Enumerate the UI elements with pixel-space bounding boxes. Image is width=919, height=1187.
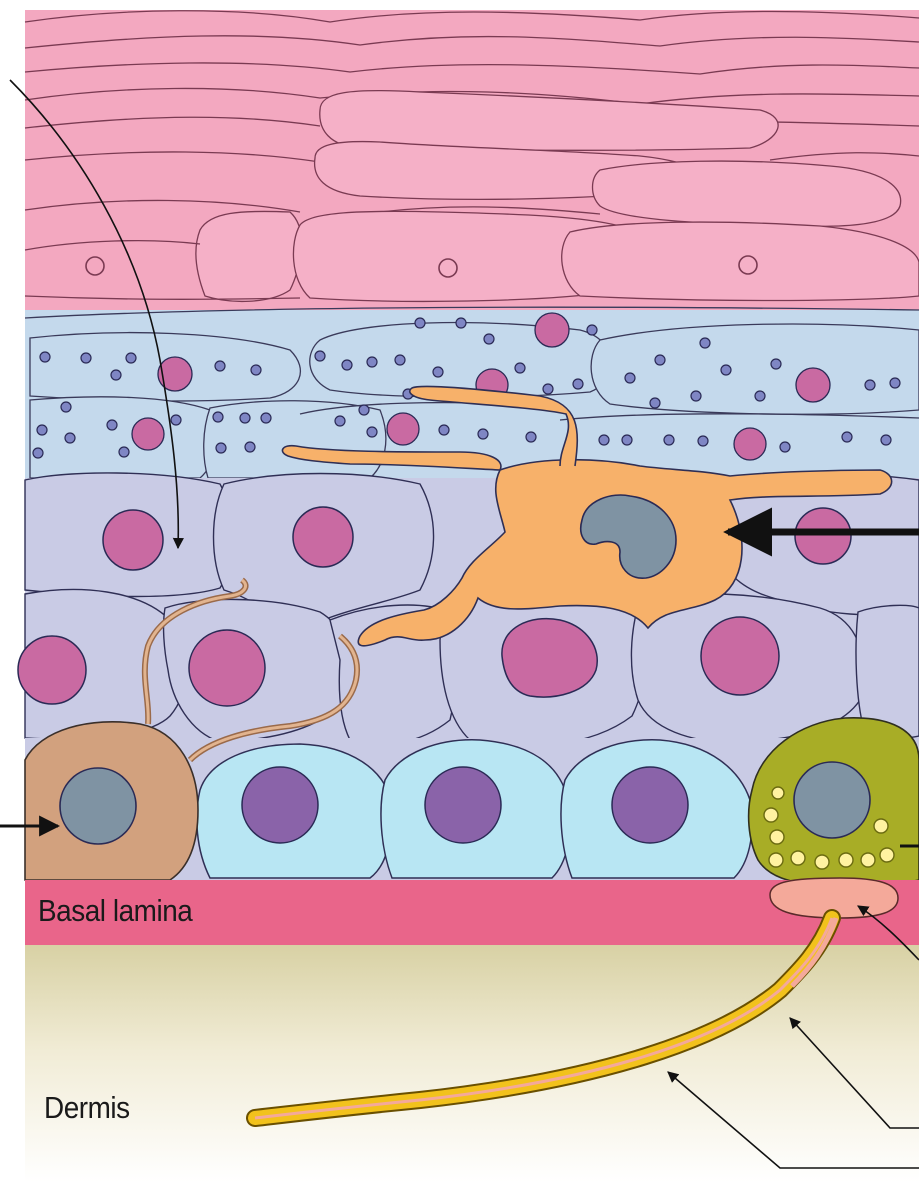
basal-lamina-label: Basal lamina: [38, 893, 192, 929]
dermis-label: Dermis: [44, 1090, 130, 1126]
stratum-corneum: [25, 10, 919, 310]
